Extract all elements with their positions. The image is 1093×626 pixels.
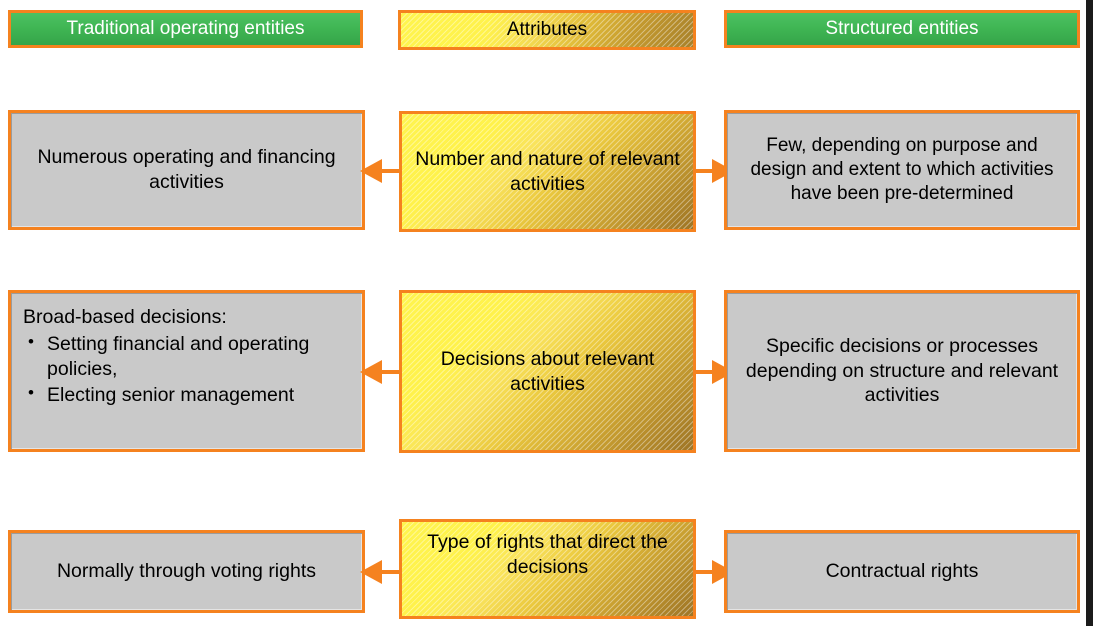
header-attributes: Attributes — [398, 10, 696, 50]
row-3-right-box: Contractual rights — [724, 530, 1080, 613]
header-label: Attributes — [506, 19, 588, 40]
row-2-center-text: Decisions about relevant activities — [440, 347, 655, 395]
row-3-arrow-left — [360, 560, 402, 584]
row-2-arrow-left — [360, 360, 402, 384]
header-structured-entities: Structured entities — [724, 10, 1080, 48]
row-1-right-text: Few, depending on purpose and design and… — [750, 134, 1054, 205]
row-2-right-text: Specific decisions or processes dependin… — [745, 334, 1059, 407]
row-2-left-box: Broad-based decisions: Setting financial… — [8, 290, 365, 452]
row-3-left-text: Normally through voting rights — [56, 560, 317, 583]
row-3-center-box: Type of rights that direct the decisions — [399, 519, 696, 619]
row-1-left-text: Numerous operating and financing activit… — [37, 146, 336, 193]
arrow-shaft — [694, 570, 714, 574]
arrow-head-left-icon — [360, 560, 382, 584]
list-item: Setting financial and operating policies… — [23, 331, 354, 382]
header-traditional-operating-entities: Traditional operating entities — [8, 10, 363, 48]
row-2-left-bullet-list: Setting financial and operating policies… — [23, 331, 354, 408]
row-2-left-content: Broad-based decisions: Setting financial… — [11, 293, 362, 417]
list-item: Electing senior management — [23, 382, 354, 408]
arrow-head-left-icon — [360, 360, 382, 384]
row-2-left-title: Broad-based decisions: — [23, 306, 227, 328]
row-3-left-box: Normally through voting rights — [8, 530, 365, 613]
row-1-arrow-left — [360, 159, 402, 183]
header-label: Structured entities — [825, 18, 979, 39]
row-2-right-box: Specific decisions or processes dependin… — [724, 290, 1080, 452]
row-1-left-box: Numerous operating and financing activit… — [8, 110, 365, 230]
row-1-center-text: Number and nature of relevant activities — [415, 147, 680, 195]
row-1-center-box: Number and nature of relevant activities — [399, 111, 696, 232]
row-3-right-text: Contractual rights — [825, 560, 979, 583]
arrow-head-left-icon — [360, 159, 382, 183]
row-2-center-box: Decisions about relevant activities — [399, 290, 696, 453]
arrow-shaft — [380, 570, 402, 574]
row-3-center-text: Type of rights that direct the decisions — [427, 531, 668, 578]
arrow-shaft — [380, 169, 402, 173]
arrow-shaft — [694, 169, 714, 173]
header-label: Traditional operating entities — [66, 18, 305, 39]
arrow-shaft — [694, 370, 714, 374]
row-1-right-box: Few, depending on purpose and design and… — [724, 110, 1080, 230]
arrow-shaft — [380, 370, 402, 374]
